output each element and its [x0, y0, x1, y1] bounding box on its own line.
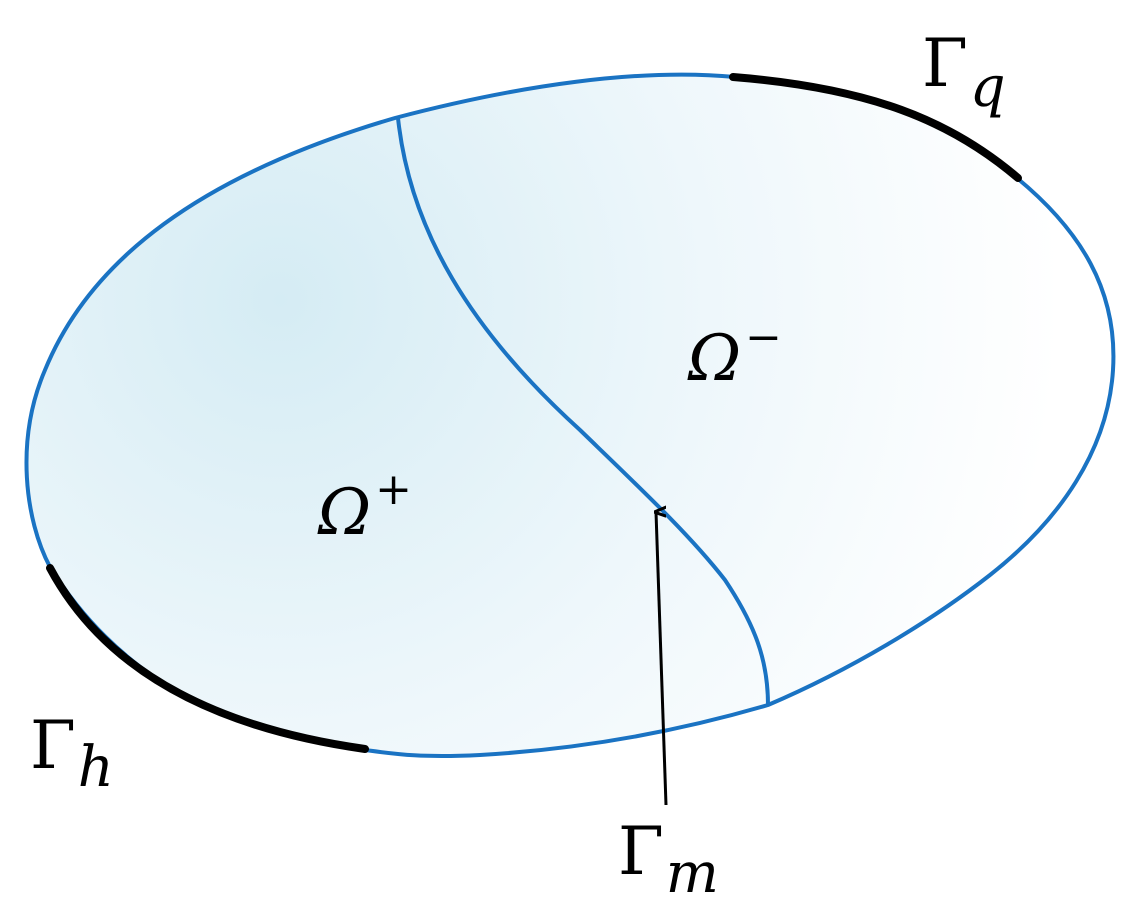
label-gamma-q: Γq — [922, 25, 1006, 120]
gamma-q-segment — [729, 73, 1022, 182]
gamma-h-segment — [46, 564, 369, 753]
interface-curve — [396, 117, 770, 706]
label-gamma-h: Γh — [30, 707, 114, 800]
label-omega-plus: Ω+ — [317, 464, 412, 550]
label-gamma-m: Γm — [618, 813, 719, 906]
label-omega-minus: Ω− — [687, 312, 782, 396]
domain-fill — [24, 72, 1116, 759]
gamma-m-arrow — [656, 512, 668, 806]
